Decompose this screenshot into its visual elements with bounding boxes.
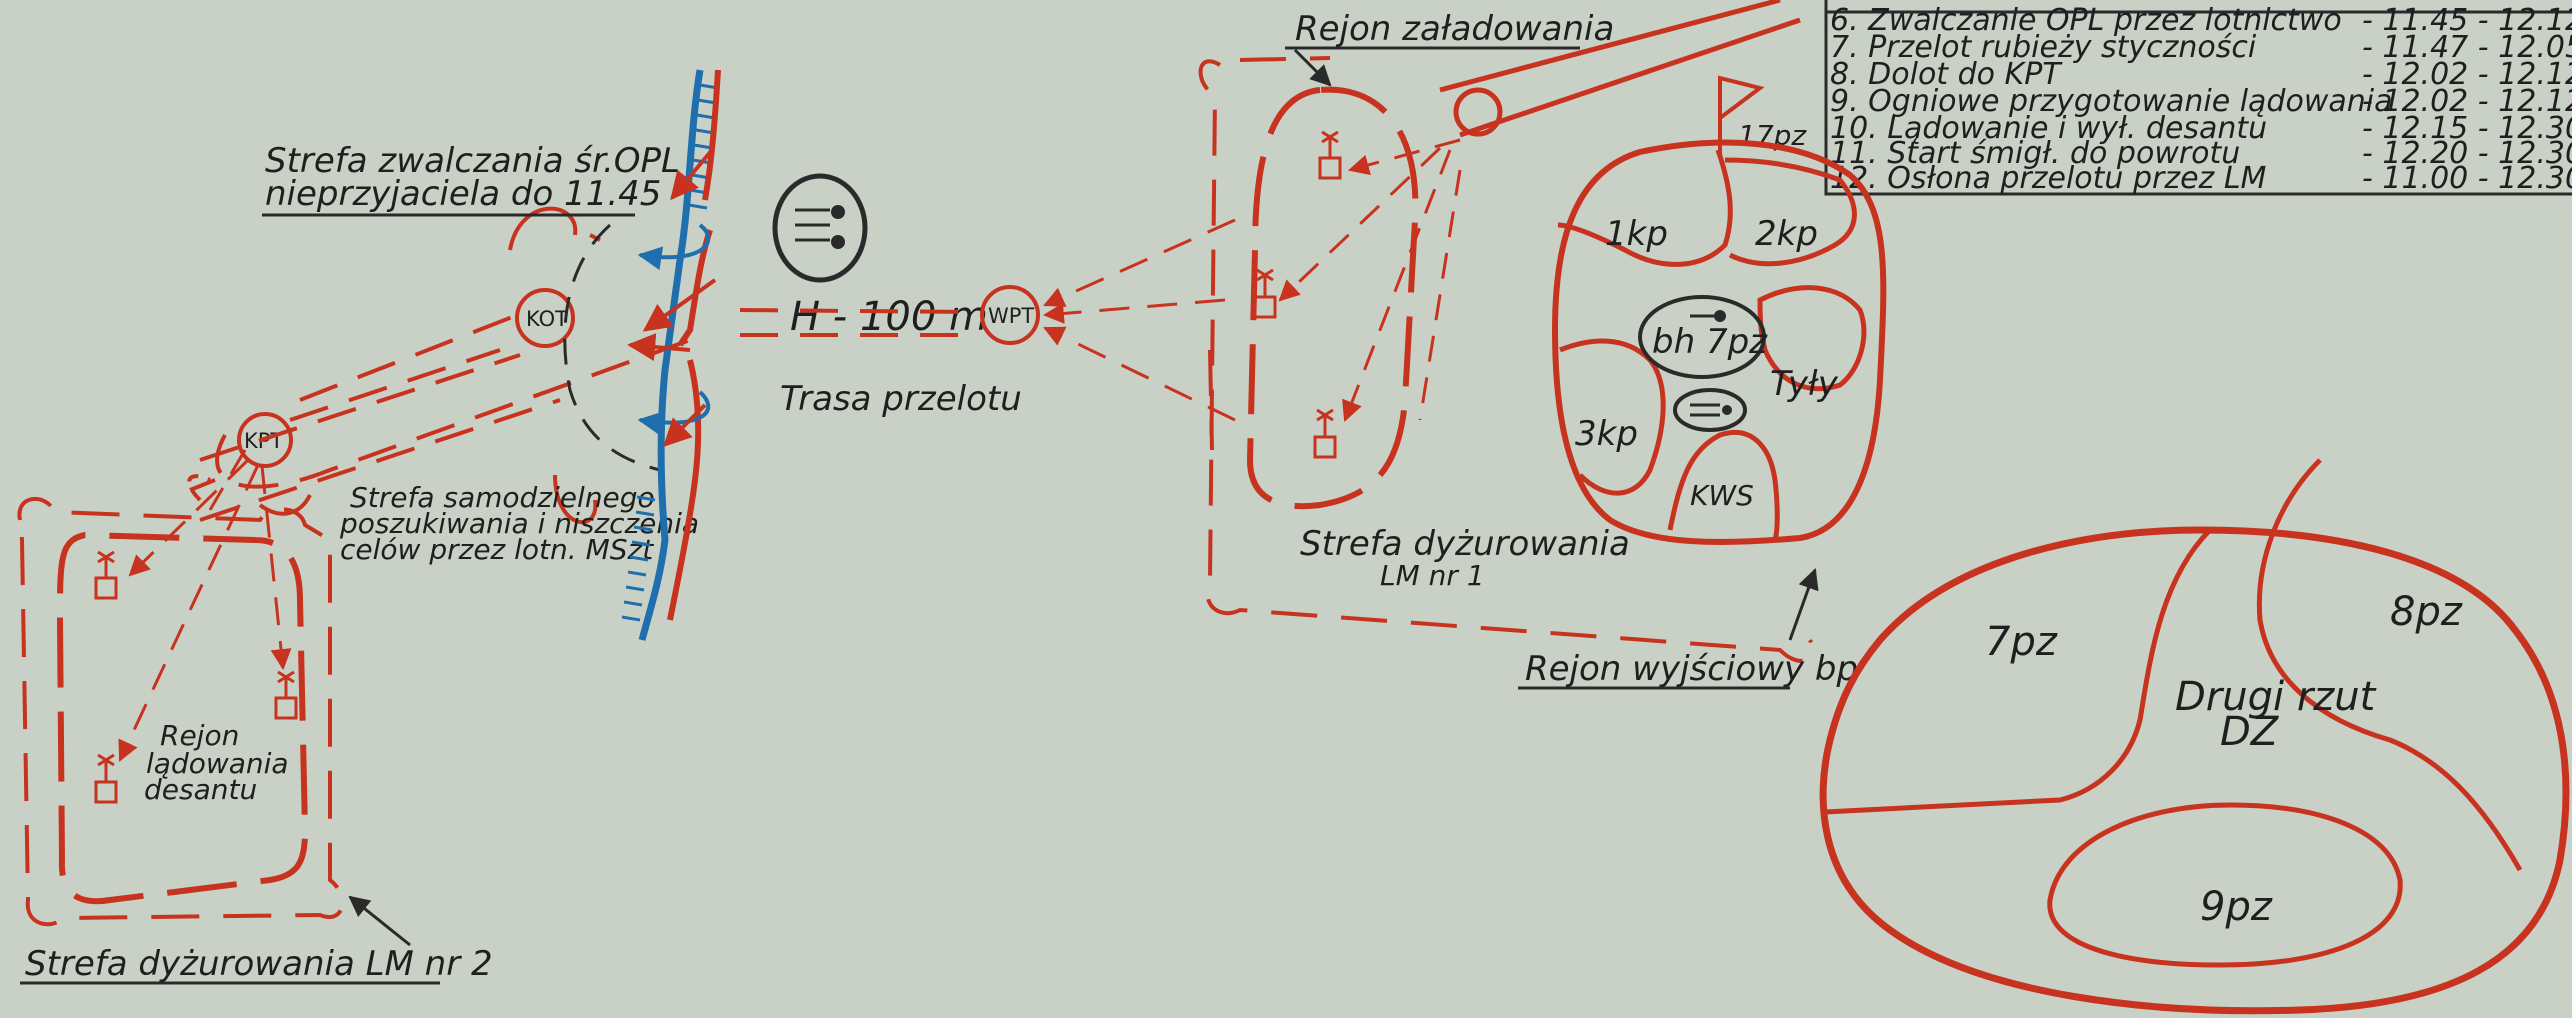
pz8-label: 8pz	[2390, 589, 2463, 635]
loading-zone-lm1: Rejon załadowania Strefa dyżurowania LM …	[1198, 9, 1815, 663]
legend-time-9: - 12.02 - 12.12	[2362, 84, 2572, 119]
legend-time-8: - 12.02 - 12.12	[2362, 57, 2572, 92]
pz9-label: 9pz	[2200, 884, 2273, 930]
strefa-samodzielnego-label-3: celów przez lotn. MSzt	[340, 533, 654, 566]
strefa-lm2-label: Strefa dyżurowania LM nr 2	[25, 944, 493, 984]
wpt-point: WPT	[980, 285, 1040, 345]
loading-marker-2	[1253, 268, 1277, 319]
strefa-samodzielnego-label-1: Strefa samodzielnego	[350, 481, 655, 514]
front-line	[621, 69, 721, 641]
bh7pz-label: bh 7pz	[1652, 322, 1768, 362]
legend-time-10: - 12.15 - 12.30	[2362, 111, 2572, 146]
flight-corridor-left	[189, 308, 691, 522]
strefa-lm1-label-2: LM nr 1	[1380, 559, 1485, 592]
strefa-zwalczania-label-1: Strefa zwalczania śr.OPL	[265, 141, 680, 181]
legend-item-8: 8. Dolot do KPT	[1830, 57, 2063, 92]
drugi-rzut-label-1: Drugi rzut	[2175, 674, 2377, 720]
landing-marker-1	[94, 550, 118, 600]
strefa-lm1-label-1: Strefa dyżurowania	[1300, 524, 1630, 564]
legend-time-6: - 11.45 - 12.12	[2362, 3, 2572, 38]
second-echelon-area: 7pz 8pz 9pz Drugi rzut DZ	[1819, 458, 2570, 1015]
rejon-zaladowania-label: Rejon załadowania	[1295, 9, 1614, 49]
legend-time-12: - 11.00 - 12.30	[2362, 161, 2572, 196]
rejon-ladowania-label-3: desantu	[144, 773, 257, 806]
loading-marker-3	[1313, 408, 1337, 459]
route-to-wpt	[739, 308, 981, 337]
kp2-label: 2kp	[1755, 214, 1818, 254]
kot-point: KOT	[515, 288, 575, 348]
altitude-label: H - 100 m	[790, 294, 988, 340]
wpt-approach-arrows	[1042, 218, 1236, 422]
helicopter-unit-icon	[772, 173, 868, 283]
kws-label: KWS	[1690, 479, 1754, 512]
legend-item-12: 12. Osłona przelotu przez LM	[1830, 161, 2267, 196]
landing-marker-2	[274, 670, 298, 720]
legend-table: 6. Zwalczanie OPL przez lotnictwo - 11.4…	[1824, 0, 2572, 196]
loading-connector	[1439, 0, 1801, 138]
legend-time-7: - 11.47 - 12.05	[2362, 30, 2572, 65]
loading-marker-1	[1318, 130, 1342, 180]
rejon-ladowania-label-1: Rejon	[160, 719, 239, 752]
starting-area: 17pz bh 7pz 1kp 2kp 3kp Tyły KWS Rejon w…	[1518, 75, 1887, 690]
kot-label: KOT	[526, 307, 568, 331]
kpt-arrows	[118, 449, 292, 762]
drugi-rzut-label-2: DZ	[2220, 709, 2280, 755]
rejon-wyjsciowy-label: Rejon wyjściowy bp	[1525, 649, 1858, 689]
legend-item-7: 7. Przelot rubieży styczności	[1830, 30, 2257, 65]
kp1-label: 1kp	[1605, 214, 1668, 254]
legend-item-11: 11. Start śmigł. do powrotu	[1830, 136, 2240, 171]
landing-marker-3	[94, 753, 118, 804]
kp3-label: 3kp	[1575, 414, 1638, 454]
legend-item-9: 9. Ogniowe przygotowanie lądowania	[1830, 84, 2392, 119]
rejon-ladowania-label-2: lądowania	[146, 747, 289, 780]
legend-time-11: - 12.20 - 12.30	[2362, 136, 2572, 171]
pz7-label: 7pz	[1985, 619, 2058, 665]
strefa-zwalczania-label-2: nieprzyjaciela do 11.45	[265, 174, 661, 214]
legend-item-6: 6. Zwalczanie OPL przez lotnictwo	[1830, 3, 2342, 38]
tyly-label: Tyły	[1770, 364, 1839, 404]
air-defense-zone-arc	[563, 223, 661, 472]
legend-item-10: 10. Lądowanie i wył. desantu	[1830, 111, 2267, 146]
wpt-label: WPT	[988, 304, 1034, 328]
corridor-stubs	[187, 206, 601, 525]
landing-zone-lm2: Rejon lądowania desantu Strefa dyżurowan…	[17, 496, 493, 985]
trasa-label: Trasa przelotu	[780, 379, 1022, 419]
